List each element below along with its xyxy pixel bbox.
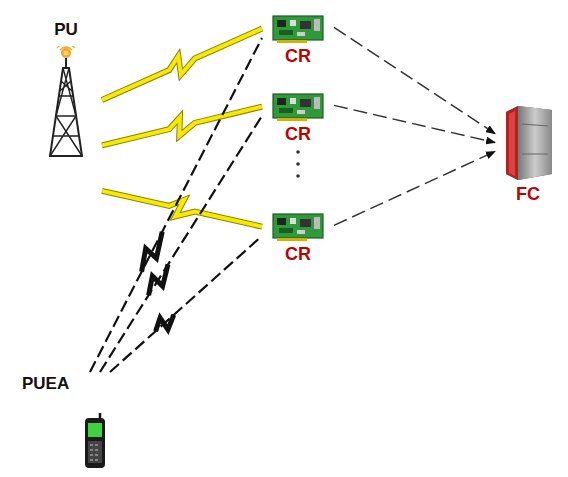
- node-label: PUEA: [22, 374, 69, 394]
- cognitive-radio-node: CR: [262, 10, 334, 72]
- link-connector: [334, 152, 495, 226]
- bolt-mark: [156, 315, 174, 331]
- link-connector: [102, 107, 262, 146]
- link-connector: [102, 29, 262, 100]
- dashed-arrow: [334, 152, 495, 226]
- radio-card-icon: [271, 212, 325, 242]
- phone-icon: [82, 412, 108, 470]
- link-connector: [100, 116, 262, 372]
- link-connector: [102, 191, 262, 227]
- dashed-link: [110, 236, 262, 372]
- server-icon: [502, 104, 554, 182]
- bolt-fill: [102, 29, 262, 100]
- radio-card-icon: [271, 92, 325, 122]
- node-label: CR: [285, 124, 311, 145]
- bolt-mark: [142, 232, 163, 272]
- link-connector: [90, 38, 262, 372]
- ellipsis-dot: [296, 174, 300, 178]
- bolt-outline: [102, 29, 262, 100]
- node-label: PU: [54, 20, 78, 40]
- cognitive-radio-node: CR: [262, 88, 334, 150]
- tower-icon: [46, 46, 86, 158]
- dashed-link: [90, 38, 262, 372]
- radio-card-icon: [271, 14, 325, 44]
- node-label: CR: [285, 244, 311, 265]
- ellipsis-dot: [296, 162, 300, 166]
- node-label: CR: [285, 46, 311, 67]
- bolt-outline: [102, 191, 262, 227]
- dashed-arrow: [334, 27, 495, 133]
- bolt-outline: [102, 107, 262, 146]
- bolt-mark: [149, 264, 168, 295]
- bolt-fill: [102, 191, 262, 227]
- cognitive-radio-node: CR: [262, 208, 334, 270]
- fusion-center-node: FC: [495, 100, 561, 212]
- dashed-link: [100, 116, 262, 372]
- ellipsis-dot: [296, 150, 300, 154]
- link-connector: [334, 27, 495, 133]
- link-connector: [110, 236, 262, 372]
- primary-user-node: PU: [30, 18, 102, 200]
- node-label: FC: [516, 184, 540, 205]
- bolt-fill: [102, 107, 262, 146]
- attacker-node: PUEA: [18, 372, 118, 472]
- link-connector: [334, 105, 495, 142]
- dashed-arrow: [334, 105, 495, 142]
